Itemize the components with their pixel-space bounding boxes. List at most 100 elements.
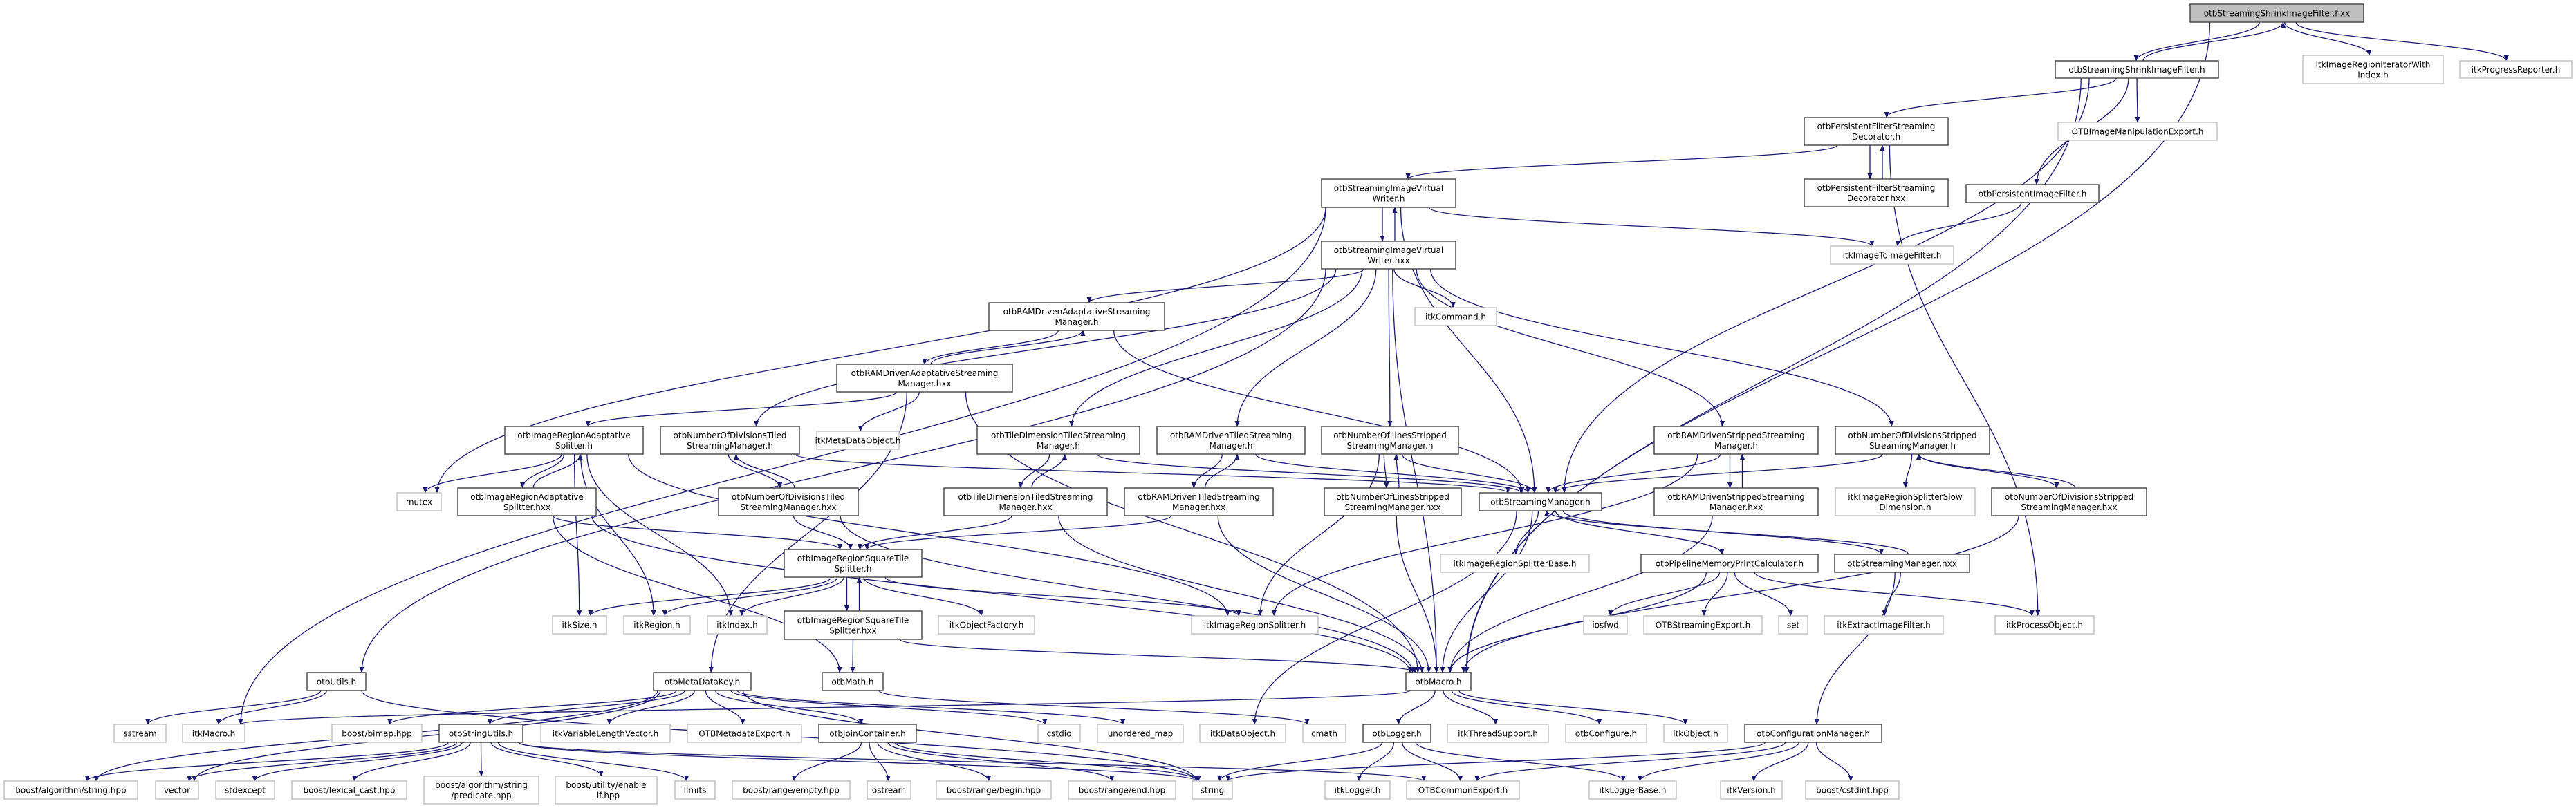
node-nodt-h[interactable]: otbNumberOfDivisionsTiledStreamingManage… bbox=[660, 426, 800, 455]
node-sm-hxx[interactable]: otbStreamingManager.hxx bbox=[1834, 554, 1970, 573]
node-vector[interactable]: vector bbox=[155, 780, 199, 800]
node-utils[interactable]: otbUtils.h bbox=[306, 672, 367, 691]
node-otbmacro[interactable]: otbMacro.h bbox=[1405, 672, 1472, 691]
node-splitterbase[interactable]: itkImageRegionSplitterBase.h bbox=[1440, 554, 1590, 573]
node-nols-h[interactable]: otbNumberOfLinesStrippedStreamingManager… bbox=[1321, 426, 1459, 455]
node-math[interactable]: otbMath.h bbox=[822, 672, 884, 691]
node-itklogger[interactable]: itkLogger.h bbox=[1324, 780, 1391, 800]
node-pfsd-hxx[interactable]: otbPersistentFilterStreamingDecorator.hx… bbox=[1804, 178, 1949, 207]
node-bimap[interactable]: boost/bimap.hpp bbox=[331, 724, 423, 743]
node-splitter[interactable]: itkImageRegionSplitter.h bbox=[1191, 615, 1319, 635]
node-confmgr[interactable]: otbConfigurationManager.h bbox=[1744, 724, 1882, 743]
node-nods-h[interactable]: otbNumberOfDivisionsStrippedStreamingMan… bbox=[1835, 426, 1990, 455]
edge-sivw_hxx-to-otbmacro bbox=[1392, 268, 1439, 673]
node-label: otbPersistentFilterStreaming bbox=[1817, 183, 1936, 193]
node-mdk[interactable]: otbMetaDataKey.h bbox=[653, 672, 752, 691]
node-threadsup[interactable]: itkThreadSupport.h bbox=[1447, 724, 1549, 743]
node-nols-hxx[interactable]: otbNumberOfLinesStrippedStreamingManager… bbox=[1324, 487, 1462, 516]
node-persist-h[interactable]: otbPersistentImageFilter.h bbox=[1965, 184, 2100, 203]
node-dataobj[interactable]: itkDataObject.h bbox=[1199, 724, 1286, 743]
node-img2img[interactable]: itkImageToImageFilter.h bbox=[1830, 245, 1954, 265]
node-shrink-h[interactable]: otbStreamingShrinkImageFilter.h bbox=[2055, 60, 2219, 79]
node-join[interactable]: otbJoinContainer.h bbox=[818, 724, 917, 743]
node-limits[interactable]: limits bbox=[674, 780, 716, 800]
node-label: itkSize.h bbox=[562, 621, 597, 630]
node-iosfwd[interactable]: iosfwd bbox=[1583, 615, 1628, 635]
node-pmpc[interactable]: otbPipelineMemoryPrintCalculator.h bbox=[1640, 554, 1819, 573]
node-nodt-hxx[interactable]: otbNumberOfDivisionsTiledStreamingManage… bbox=[718, 487, 859, 516]
node-label: otbImageRegionSquareTile bbox=[797, 616, 909, 626]
node-progress[interactable]: itkProgressReporter.h bbox=[2459, 60, 2573, 79]
node-lexcast[interactable]: boost/lexical_cast.hpp bbox=[291, 780, 407, 800]
node-itkregion[interactable]: itkRegion.h bbox=[623, 615, 691, 635]
node-rbegin[interactable]: boost/range/begin.hpp bbox=[936, 780, 1052, 800]
node-streamexp[interactable]: OTBStreamingExport.h bbox=[1643, 615, 1763, 635]
node-configure[interactable]: otbConfigure.h bbox=[1565, 724, 1647, 743]
node-vlv[interactable]: itkVariableLengthVector.h bbox=[540, 724, 671, 743]
node-box bbox=[215, 780, 275, 800]
node-strutils[interactable]: otbStringUtils.h bbox=[438, 724, 523, 743]
node-umap[interactable]: unordered_map bbox=[1097, 724, 1184, 743]
edge-nodt_h-to-sm_h bbox=[794, 453, 1510, 494]
node-mutex[interactable]: mutex bbox=[396, 492, 442, 511]
node-itkmacro[interactable]: itkMacro.h bbox=[182, 724, 245, 743]
node-extract[interactable]: itkExtractImageFilter.h bbox=[1824, 615, 1944, 635]
node-imgmanip-exp[interactable]: OTBImageManipulationExport.h bbox=[2057, 122, 2218, 141]
node-bstring[interactable]: boost/algorithm/string.hpp bbox=[3, 780, 138, 800]
node-sm-h[interactable]: otbStreamingManager.h bbox=[1479, 492, 1602, 511]
node-label: Manager.hxx bbox=[999, 502, 1052, 512]
node-procobj[interactable]: itkProcessObject.h bbox=[1994, 615, 2095, 635]
node-label: otbRAMDrivenTiledStreaming bbox=[1170, 431, 1292, 440]
node-itkobject[interactable]: itkObject.h bbox=[1663, 724, 1728, 743]
node-box bbox=[1124, 487, 1274, 516]
node-itkindex[interactable]: itkIndex.h bbox=[707, 615, 768, 635]
node-nods-hxx[interactable]: otbNumberOfDivisionsStrippedStreamingMan… bbox=[1991, 487, 2147, 516]
node-label: itkProgressReporter.h bbox=[2472, 65, 2561, 75]
node-label: OTBStreamingExport.h bbox=[1656, 621, 1750, 630]
node-metadataobj[interactable]: itkMetaDataObject.h bbox=[815, 431, 901, 450]
node-label: Manager.h bbox=[1037, 441, 1080, 451]
node-tdt-hxx[interactable]: otbTileDimensionTiledStreamingManager.hx… bbox=[943, 487, 1108, 516]
node-string[interactable]: string bbox=[1192, 780, 1233, 800]
node-loggerbase[interactable]: itkLoggerBase.h bbox=[1588, 780, 1677, 800]
node-sstream[interactable]: sstream bbox=[113, 724, 167, 743]
node-ostream[interactable]: ostream bbox=[867, 780, 911, 800]
node-enableif[interactable]: boost/utility/enable_if.hpp bbox=[555, 776, 658, 805]
node-itkcommand[interactable]: itkCommand.h bbox=[1414, 307, 1497, 326]
edge-nols_h-to-splitter bbox=[1257, 453, 1380, 617]
node-rend[interactable]: boost/range/end.hpp bbox=[1068, 780, 1176, 800]
node-rempty[interactable]: boost/range/empty.hpp bbox=[732, 780, 851, 800]
edge-ramt_h-to-ramt_hxx bbox=[1191, 453, 1223, 489]
node-cstdio[interactable]: cstdio bbox=[1037, 724, 1081, 743]
edge-pmpc-to-iosfwd bbox=[1608, 572, 1721, 617]
node-itksize[interactable]: itkSize.h bbox=[552, 615, 607, 635]
node-cmath[interactable]: cmath bbox=[1302, 724, 1346, 743]
node-mdexp[interactable]: OTBMetadataExport.h bbox=[687, 724, 802, 743]
node-rama-hxx[interactable]: otbRAMDrivenAdaptativeStreamingManager.h… bbox=[836, 364, 1013, 393]
node-objfactory[interactable]: itkObjectFactory.h bbox=[938, 615, 1035, 635]
edge-sm_h-to-splitterbase bbox=[1513, 510, 1539, 555]
node-set[interactable]: set bbox=[1778, 615, 1808, 635]
node-commonexp[interactable]: OTBCommonExport.h bbox=[1406, 780, 1520, 800]
node-logger[interactable]: otbLogger.h bbox=[1362, 724, 1431, 743]
node-stdexcept[interactable]: stdexcept bbox=[215, 780, 275, 800]
node-itkversion[interactable]: itkVersion.h bbox=[1720, 780, 1783, 800]
node-predicate[interactable]: boost/algorithm/string/predicate.hpp bbox=[423, 776, 539, 805]
node-cstdint[interactable]: boost/cstdint.hpp bbox=[1805, 780, 1900, 800]
node-label: itkLogger.h bbox=[1335, 786, 1381, 796]
